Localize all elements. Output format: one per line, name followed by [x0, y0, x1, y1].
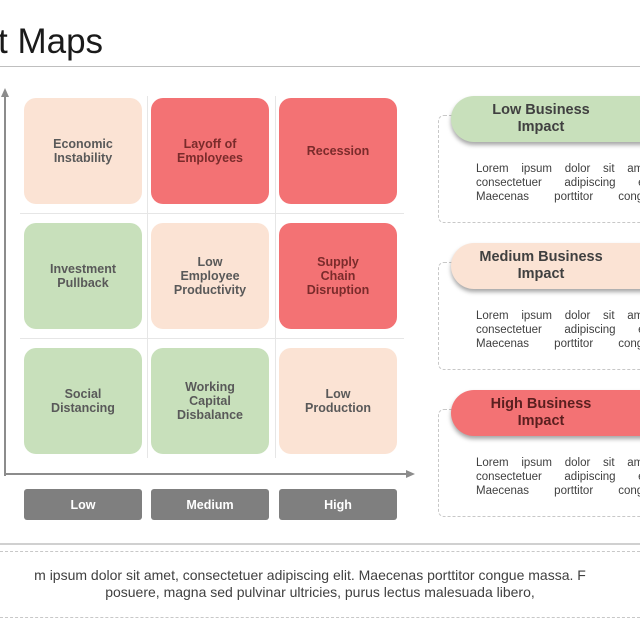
matrix-cell-working-capital-disbalance: Working Capital Disbalance: [151, 348, 269, 454]
legend-text-line: Lorem ipsum dolor sit amet,: [476, 310, 640, 322]
legend-label-high: High Business Impact: [451, 390, 640, 436]
page-title: t Maps: [0, 22, 104, 61]
matrix-cell-low-employee-productivity: Low Employee Productivity: [151, 223, 269, 329]
legend-text-line: Maecenas porttitor congue: [476, 338, 640, 350]
legend-text-medium: Lorem ipsum dolor sit amet, consectetuer…: [476, 309, 640, 351]
matrix-cell-economic-instability: Economic Instability: [24, 98, 142, 204]
legend-text-high: Lorem ipsum dolor sit amet, consectetuer…: [476, 456, 640, 498]
x-axis: [4, 473, 408, 475]
matrix-cell-layoff-of-employees: Layoff of Employees: [151, 98, 269, 204]
legend-label-low: Low Business Impact: [451, 96, 640, 142]
x-axis-arrow-icon: [406, 470, 415, 478]
legend-text-line: Maecenas porttitor congue: [476, 485, 640, 497]
legend-text-low: Lorem ipsum dolor sit amet, consectetuer…: [476, 162, 640, 204]
footer-line-1: m ipsum dolor sit amet, consectetuer adi…: [34, 567, 586, 583]
footer-dashed-border: [0, 617, 640, 618]
legend-label-medium: Medium Business Impact: [451, 243, 640, 289]
matrix-cell-recession: Recession: [279, 98, 397, 204]
footer-text: m ipsum dolor sit amet, consectetuer adi…: [0, 567, 640, 601]
grid-line: [20, 338, 404, 339]
y-axis-arrow-icon: [1, 88, 9, 97]
legend-text-line: consectetuer adipiscing elit.: [476, 471, 640, 483]
x-label-low: Low: [24, 489, 142, 520]
grid-line: [275, 96, 276, 458]
x-label-high: High: [279, 489, 397, 520]
matrix-cell-supply-chain-disruption: Supply Chain Disruption: [279, 223, 397, 329]
matrix-cell-social-distancing: Social Distancing: [24, 348, 142, 454]
matrix-cell-investment-pullback: Investment Pullback: [24, 223, 142, 329]
title-divider: [0, 66, 640, 67]
y-axis: [4, 96, 6, 476]
legend-text-line: consectetuer adipiscing elit.: [476, 177, 640, 189]
matrix-cell-low-production: Low Production: [279, 348, 397, 454]
footer-divider: [0, 543, 640, 545]
legend-text-line: Lorem ipsum dolor sit amet,: [476, 163, 640, 175]
footer-line-2: posuere, magna sed pulvinar ultricies, p…: [105, 584, 535, 600]
x-label-medium: Medium: [151, 489, 269, 520]
legend-text-line: consectetuer adipiscing elit.: [476, 324, 640, 336]
grid-line: [147, 96, 148, 458]
grid-line: [20, 213, 404, 214]
legend-text-line: Maecenas porttitor congue: [476, 191, 640, 203]
footer-dashed-border: [0, 551, 640, 552]
legend-text-line: Lorem ipsum dolor sit amet,: [476, 457, 640, 469]
